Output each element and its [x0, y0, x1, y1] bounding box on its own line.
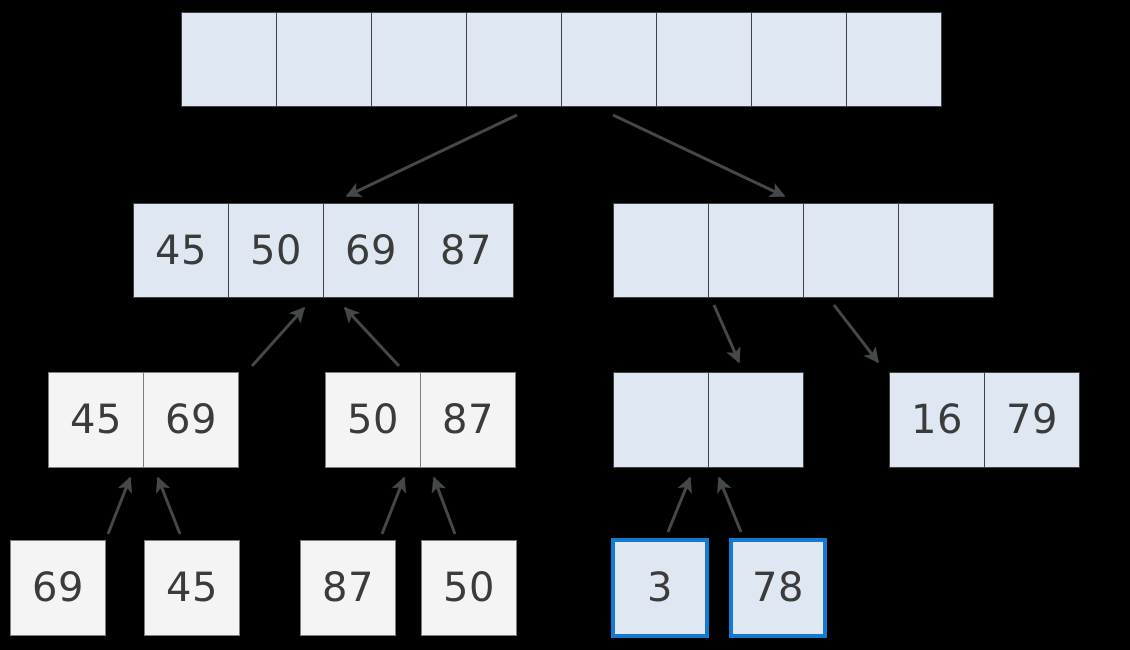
array-cell: [708, 372, 804, 468]
arrow-leaf1-to-ll: [106, 476, 133, 535]
array-cell: [613, 203, 709, 298]
array-cell: 79: [984, 372, 1080, 468]
array-node-leaf-1: 69: [10, 540, 106, 636]
array-cell: 87: [418, 203, 514, 298]
array-cell: [276, 12, 372, 107]
array-cell: 16: [889, 372, 985, 468]
array-cell: [656, 12, 752, 107]
arrow-leaf6-to-rl: [717, 476, 743, 533]
arrow-root-to-left: [345, 113, 518, 198]
array-cell: [898, 203, 994, 298]
arrow-ll-to-left-half: [250, 306, 306, 368]
array-node-leaf-6: 78: [729, 538, 827, 638]
array-cell: 45: [144, 540, 240, 636]
array-cell: [751, 12, 847, 107]
array-cell: 87: [420, 372, 516, 468]
array-cell: 78: [729, 538, 827, 638]
array-cell: 45: [133, 203, 229, 298]
arrow-leaf4-to-lr: [431, 476, 457, 535]
arrow-root-to-right: [612, 113, 786, 198]
array-cell: 50: [421, 540, 517, 636]
array-cell: 45: [48, 372, 144, 468]
arrow-leaf3-to-lr: [380, 476, 407, 535]
arrow-leaf2-to-ll: [155, 476, 182, 535]
arrow-right-half-to-rl: [712, 304, 741, 364]
arrow-leaf5-to-rl: [666, 476, 692, 533]
array-cell: 87: [300, 540, 396, 636]
array-cell: [371, 12, 467, 107]
array-cell: [708, 203, 804, 298]
array-cell: [846, 12, 942, 107]
arrow-lr-to-left-half: [343, 306, 401, 368]
array-node-right-half: [613, 203, 994, 298]
array-cell: 69: [10, 540, 106, 636]
array-node-root: [181, 12, 942, 107]
arrow-right-half-to-rr: [832, 304, 880, 364]
array-node-leaf-5: 3: [611, 538, 709, 638]
array-cell: 3: [611, 538, 709, 638]
array-cell: 69: [323, 203, 419, 298]
array-node-leaf-2: 45: [144, 540, 240, 636]
arrows: [106, 113, 880, 535]
array-cell: [181, 12, 277, 107]
array-node-leaf-4: 50: [421, 540, 517, 636]
array-cell: 50: [228, 203, 324, 298]
array-cell: [466, 12, 562, 107]
array-node-leaf-3: 87: [300, 540, 396, 636]
array-cell: 69: [143, 372, 239, 468]
array-cell: [613, 372, 709, 468]
array-cell: [561, 12, 657, 107]
array-node-rl-quarter: [613, 372, 804, 468]
array-cell: [803, 203, 899, 298]
array-cell: 50: [325, 372, 421, 468]
